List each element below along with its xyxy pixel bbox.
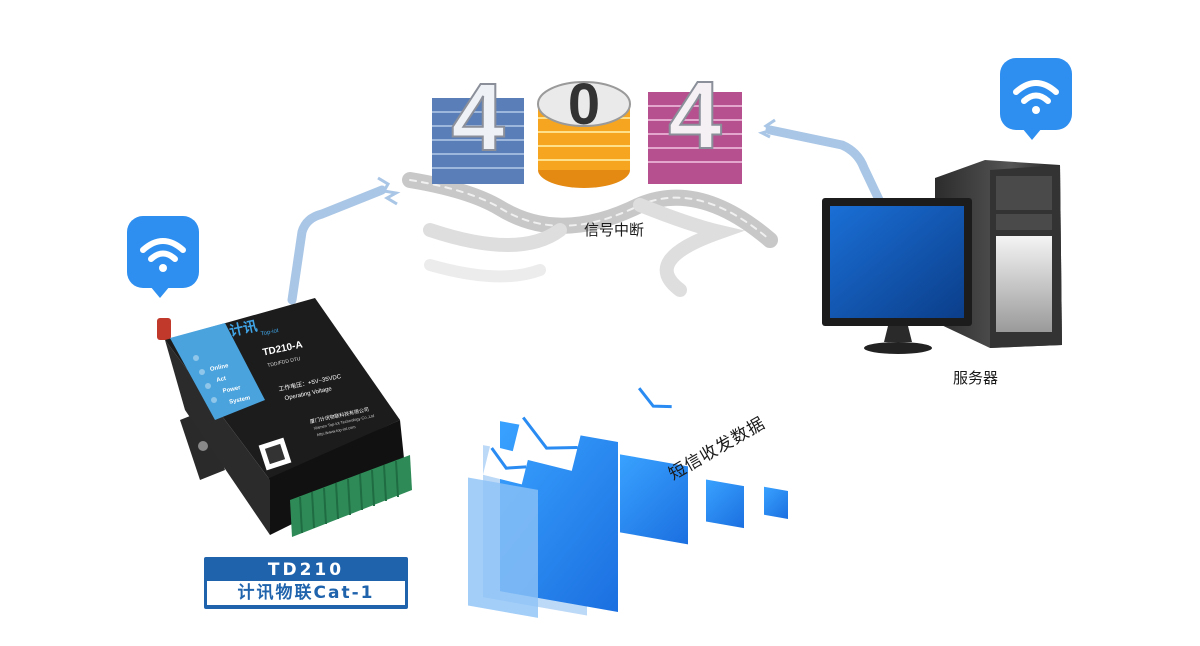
broken-end-left xyxy=(377,176,401,206)
svg-text:Act: Act xyxy=(216,376,227,384)
device-label-badge: TD210 计讯物联Cat-1 xyxy=(204,557,408,609)
server-caption: 服务器 xyxy=(953,369,999,387)
sms-envelopes xyxy=(468,362,788,618)
wifi-icon-right xyxy=(1000,58,1072,140)
svg-text:System: System xyxy=(229,395,251,405)
device-logo: 计讯 xyxy=(228,318,259,339)
wifi-icon-left xyxy=(127,216,199,298)
server-computer xyxy=(822,160,1062,354)
svg-text:4: 4 xyxy=(668,62,721,169)
road-network xyxy=(402,172,778,297)
device-label-model: TD210 xyxy=(267,560,345,580)
signal-interrupted-caption: 信号中断 xyxy=(584,221,645,239)
svg-text:Power: Power xyxy=(222,385,242,395)
link-left-line xyxy=(287,185,387,305)
digit-0-middle: 0 xyxy=(537,72,631,188)
link-right-line xyxy=(765,125,887,211)
svg-text:0: 0 xyxy=(568,72,600,137)
svg-text:Online: Online xyxy=(210,363,230,373)
dtu-device xyxy=(157,298,412,537)
digit-4-right: 4 xyxy=(648,61,742,184)
digit-4-left: 4 xyxy=(432,63,524,184)
svg-text:Top-iot: Top-iot xyxy=(260,328,279,338)
broken-end-right xyxy=(757,118,776,139)
device-label-brand: 计讯物联Cat-1 xyxy=(207,581,405,605)
svg-text:4: 4 xyxy=(451,64,504,171)
antenna xyxy=(157,318,171,340)
